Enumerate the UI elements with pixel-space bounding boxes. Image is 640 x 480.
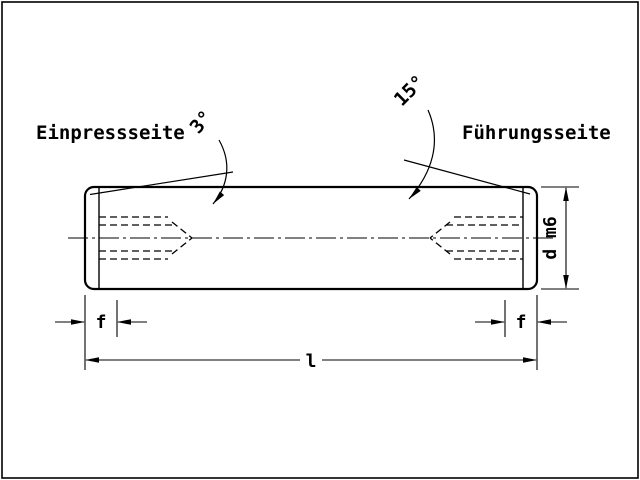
arrowhead (117, 319, 131, 325)
label-dim-diameter: d m6 (540, 216, 561, 259)
angle-leader-right (408, 109, 435, 200)
arrowhead (85, 357, 99, 363)
label-dim-f-right: f (516, 312, 527, 333)
label-press-in-side: Einpressseite (36, 122, 185, 144)
arrowhead (563, 187, 569, 201)
arrowhead (523, 357, 537, 363)
arrowhead (71, 319, 85, 325)
chamfer-angle-line-right (403, 159, 531, 195)
angle-leader-left (212, 139, 228, 205)
arrowhead (537, 319, 551, 325)
thread-left (99, 216, 193, 260)
label-angle-3deg: 3° (186, 106, 218, 138)
dimension-diameter (541, 186, 579, 290)
thread-right (429, 216, 523, 260)
label-angle-15deg: 15° (390, 71, 430, 111)
dimension-f-right (475, 300, 567, 337)
arrowhead (409, 186, 421, 199)
label-guide-side: Führungsseite (462, 122, 611, 144)
arrowhead (491, 319, 505, 325)
arrowhead (563, 275, 569, 289)
arrowhead (213, 191, 225, 204)
label-dim-f-left: f (96, 312, 107, 333)
dimension-length (84, 295, 538, 370)
label-dim-length: l (306, 351, 317, 372)
dimension-f-left (55, 300, 147, 337)
chamfer-angle-line-left (89, 171, 234, 196)
